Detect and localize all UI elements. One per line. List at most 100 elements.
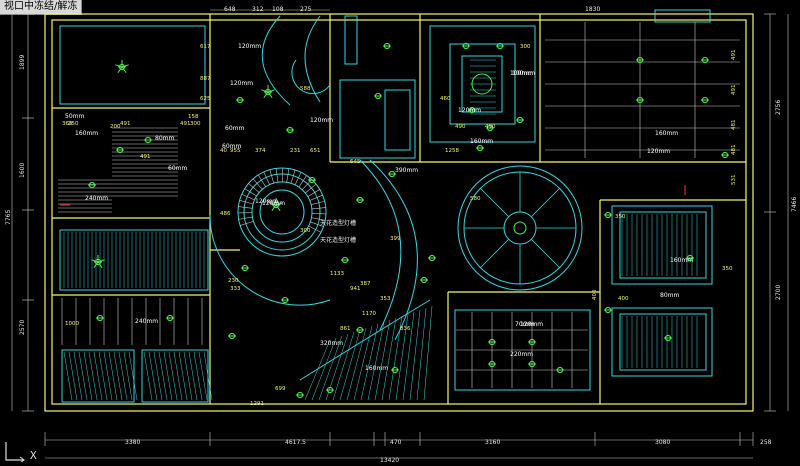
small-dim-label: 699 [275, 386, 286, 392]
side-dim-label: 481 [731, 120, 737, 131]
dim-top-label: 108 [272, 6, 284, 13]
small-dim-label: 1291 [250, 401, 264, 407]
dim-top-label: 275 [300, 6, 312, 13]
small-dim-label: 491 [140, 154, 151, 160]
small-dim-label: 1000 [65, 321, 79, 327]
small-dim-label: 490 [455, 124, 466, 130]
dim-top-label: 312 [252, 6, 264, 13]
ceiling-height-label: 240mm [135, 318, 158, 325]
small-dim-label: 651 [310, 148, 321, 154]
small-dim-label: 353 [380, 296, 391, 302]
dim-bottom-label: 3380 [125, 439, 140, 446]
small-dim-label: 836 [400, 326, 411, 332]
stair-note-group: 天花造型灯槽 天花造型灯槽 [320, 219, 356, 244]
small-dim-label: 491 [120, 121, 131, 127]
ceiling-height-label: 160mm [75, 130, 98, 137]
side-dim-label: 491 [731, 85, 737, 96]
small-dim-label: 40 [220, 148, 227, 154]
small-dim-label: 887 [200, 76, 211, 82]
dim-bottom-label: 3160 [485, 439, 500, 446]
side-dim-label: 531 [731, 175, 737, 186]
ceiling-height-label: 120mm [647, 148, 670, 155]
ceiling-height-label: 240mm [85, 195, 108, 202]
small-dim-label: 617 [200, 44, 211, 50]
dimension-lines [11, 9, 789, 459]
red-marks [60, 185, 686, 206]
ceiling-height-label: 120mm [230, 80, 253, 87]
dim-bottom-label: 470 [390, 439, 402, 446]
ceiling-panels [59, 9, 713, 403]
ceiling-height-label: 60mm [225, 125, 244, 132]
dome-spokes [464, 172, 576, 284]
dim-bottom-label: 3080 [655, 439, 670, 446]
stair-note-1: 天花造型灯槽 [320, 219, 356, 227]
small-dim-label: 1258 [445, 148, 459, 154]
side-dim-label: 400 [592, 289, 598, 300]
small-dim-label: 399 [390, 236, 401, 242]
ceiling-height-label: 120mm [238, 43, 261, 50]
small-dim-label: 230 [228, 278, 239, 284]
ceiling-height-label: 120mm [458, 107, 481, 114]
small-dim-label: 300 [300, 228, 311, 234]
ceiling-height-label: 160mm [670, 257, 693, 264]
small-dim-label: 460 [440, 96, 451, 102]
ucs-axis-label: X [30, 449, 37, 462]
small-dim-label: 645 [350, 159, 361, 165]
ceiling-height-label: 120mm [520, 321, 543, 328]
ceiling-height-label: 160mm [655, 130, 678, 137]
small-dim-label: 588 [300, 86, 311, 92]
dim-right-label: 2700 [775, 285, 782, 300]
small-dim-label: 300 [520, 44, 531, 50]
small-dim-label: 350 [722, 266, 733, 272]
ceiling-height-label: 390mm [395, 167, 418, 174]
viewport-control-label[interactable]: 视口中冻结/解冻 [0, 0, 83, 15]
light-fixtures [88, 42, 729, 399]
dim-bottom-label: 258 [760, 439, 772, 446]
small-dim-label: 941 [350, 286, 361, 292]
ceiling-grid-lines [61, 22, 740, 388]
ceiling-height-label: 100mm [510, 70, 533, 77]
ceiling-height-label: 120mm [310, 117, 333, 124]
small-dim-label: 387 [360, 281, 371, 287]
ceiling-height-label: 70mm [515, 321, 534, 328]
wall-lines [44, 13, 754, 412]
ceiling-height-label: 50mm [65, 113, 84, 120]
small-dim-label: 580 [470, 196, 481, 202]
dim-left-label: 7765 [5, 210, 12, 225]
side-dim-label: 491 [731, 50, 737, 61]
ceiling-height-label: 220mm [510, 351, 533, 358]
ceiling-height-label: 60mm [222, 143, 241, 150]
small-dim-label: 300 [190, 121, 201, 127]
ceiling-height-label: 160mm [365, 365, 388, 372]
small-dim-label: 1170 [362, 311, 376, 317]
dim-bottom-label: 4617.5 [285, 439, 306, 446]
small-dim-label: 1133 [330, 271, 344, 277]
dim-top-label: 648 [224, 6, 236, 13]
small-dim-label: 231 [290, 148, 301, 154]
ceiling-height-label: 60mm [168, 165, 187, 172]
dim-left-label: 2570 [19, 320, 26, 335]
ceiling-height-label: 80mm [660, 292, 679, 299]
ceiling-height-labels: 120mm120mm60mm60mm50mm80mm120mm120mm160m… [65, 43, 693, 372]
ceiling-height-label: 120mm [262, 200, 285, 207]
small-dim-label: 374 [255, 148, 266, 154]
side-dim-label: 481 [731, 145, 737, 156]
dimension-text: 3380 4617.5 470 3160 3080 258 13420 648 312 108 27… [5, 6, 798, 464]
small-dim-label: 955 [230, 148, 241, 154]
dim-total-label: 13420 [380, 457, 399, 464]
small-dim-label: 333 [230, 286, 241, 292]
ceiling-height-label: 120mm [255, 198, 278, 205]
ceiling-height-label: 100mm [512, 70, 535, 77]
small-dim-label: 625 [200, 96, 211, 102]
small-dim-label: 350 [615, 214, 626, 220]
stair-treads [58, 127, 326, 233]
small-dim-label: 200 [110, 124, 121, 130]
stair-note-2: 天花造型灯槽 [320, 236, 356, 244]
ceiling-hatching [63, 59, 698, 401]
ucs-axis-icon [5, 442, 25, 462]
ceiling-height-label: 320mm [320, 340, 343, 347]
small-dim-label: 369 [62, 121, 73, 127]
small-dim-label: 491 [180, 121, 191, 127]
